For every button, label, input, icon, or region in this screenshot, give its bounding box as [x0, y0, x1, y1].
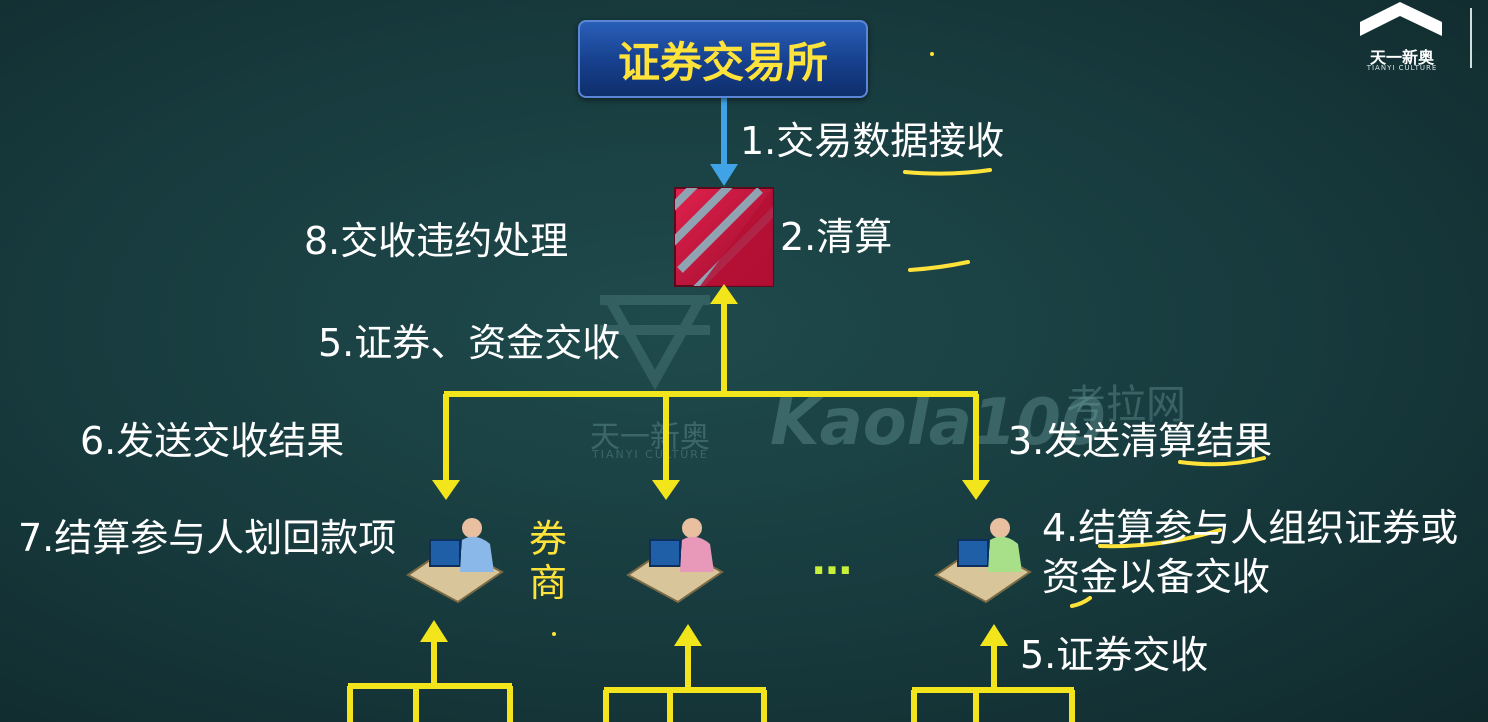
connector-distribution — [443, 300, 979, 484]
step-6-label: 6.发送交收结果 — [80, 419, 345, 463]
step-3-label: 3.发送清算结果 — [1008, 419, 1273, 463]
annotation-underlines — [903, 168, 1266, 608]
step-5a-label: 5.证券、资金交收 — [318, 321, 621, 365]
watermark-kaola-cn: 考拉网 — [1066, 382, 1186, 428]
watermark-tianyi-sub: TIANYI CULTURE — [592, 448, 709, 461]
broker-computer-icon-2 — [626, 518, 724, 604]
step-7-label: 7.结算参与人划回款项 — [18, 516, 397, 560]
stray-dot — [930, 52, 934, 56]
connector-bottom — [347, 640, 1075, 722]
broker-computer-icon-3 — [934, 518, 1032, 604]
broker-computer-icon-1 — [406, 518, 504, 604]
arrow-receive — [710, 94, 738, 186]
watermark-kaola: Kaola100 — [770, 386, 1106, 460]
step-8-label: 8.交收违约处理 — [304, 219, 569, 263]
more-brokers-ellipsis: … — [812, 538, 854, 584]
step-2-label: 2.清算 — [780, 215, 893, 259]
arrowheads-yellow — [432, 284, 990, 500]
brokers-label: 券商 — [528, 517, 567, 605]
step-1-label: 1.交易数据接收 — [740, 119, 1005, 163]
step-4-label: 4.结算参与人组织证券或资金以备交收 — [1042, 506, 1459, 600]
logo-subtitle: TIANYI CULTURE — [1366, 64, 1438, 72]
clearing-block-icon — [674, 187, 774, 287]
logo-emblem-icon — [1360, 2, 1472, 68]
logo-name: 天一新奥 — [1369, 48, 1434, 67]
stock-exchange-box: 证券交易所 — [578, 20, 868, 98]
step-5b-label: 5.证券交收 — [1020, 633, 1209, 677]
stray-dot — [552, 632, 556, 636]
watermark-emblem — [600, 295, 710, 391]
stock-exchange-label: 证券交易所 — [617, 37, 828, 87]
watermark-tianyi: 天一新奥 — [590, 420, 710, 455]
arrowheads-bottom — [420, 620, 1008, 646]
